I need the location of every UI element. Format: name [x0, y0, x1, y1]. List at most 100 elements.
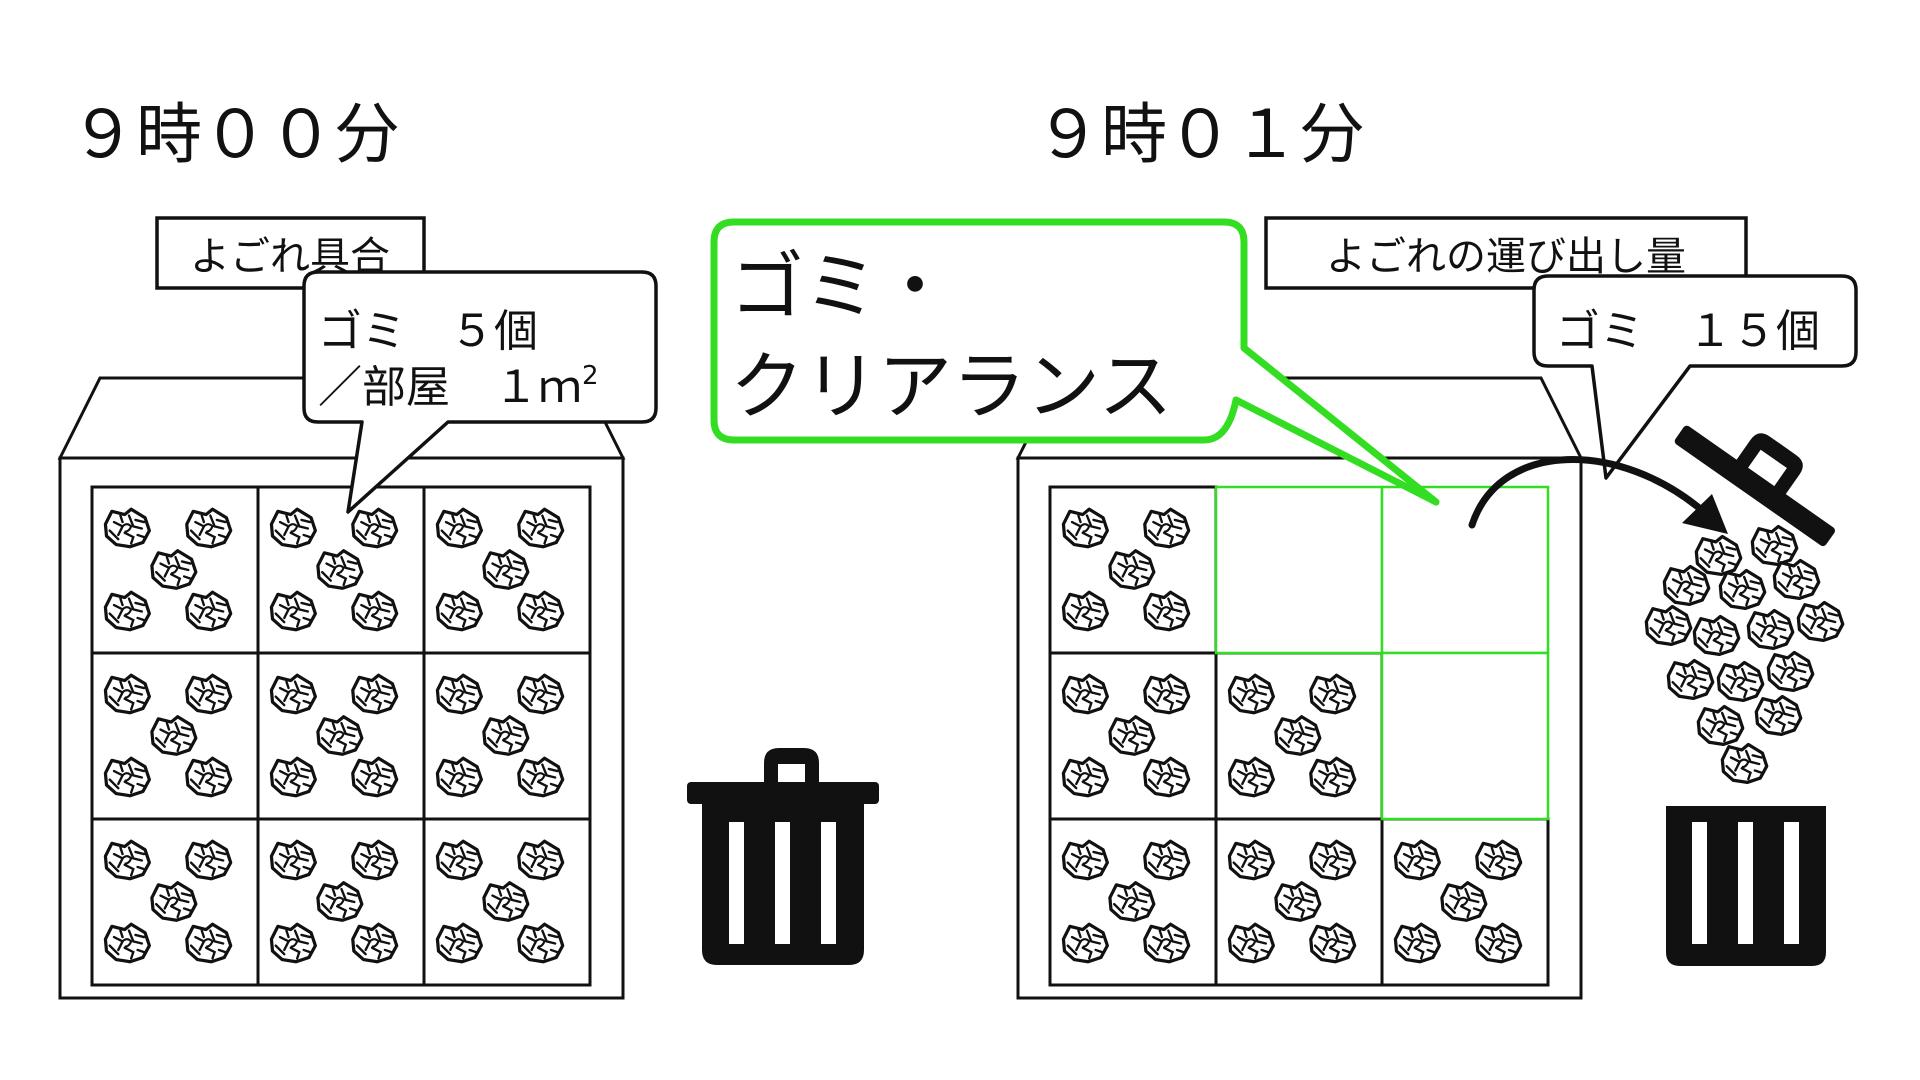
trash-crumple-icon [517, 756, 565, 798]
trash-crumple-icon [517, 507, 565, 549]
trash-crumple-icon [1227, 839, 1275, 881]
trash-crumple-icon [482, 881, 530, 922]
trash-crumple-icon [1796, 600, 1845, 643]
trash-crumple-icon [1227, 756, 1275, 798]
trash-can-icon [687, 748, 879, 965]
trash-crumple-icon [1108, 881, 1156, 922]
trash-crumple-icon [1143, 922, 1191, 964]
trash-crumple-icon [351, 590, 399, 632]
right-cell-2-1 [1214, 817, 1384, 987]
trash-crumple-icon [482, 549, 530, 590]
trash-crumple-icon [316, 549, 364, 590]
trash-crumple-icon [103, 673, 151, 715]
right-cell-border [1380, 485, 1550, 655]
trash-crumple-icon [1720, 742, 1769, 785]
bubble-left-line2-main: ／部屋 １ｍ [318, 362, 582, 413]
left-cell-0-0 [90, 485, 260, 655]
scene-right: ９時０１分 よごれの運び出し量 ゴミ １５個 ゴミ・ クリアランス [710, 96, 1858, 1000]
trash-crumple-icon [1716, 660, 1765, 703]
trash-crumple-icon [185, 839, 233, 881]
trash-crumple-icon [1143, 839, 1191, 881]
trash-crumple-icon [269, 590, 317, 632]
trash-crumple-icon [269, 673, 317, 715]
trash-crumple-icon [517, 839, 565, 881]
bubble-left-line1: ゴミ ５個 [318, 306, 538, 357]
right-cell-1-0 [1048, 651, 1218, 821]
trash-crumple-icon [1666, 658, 1715, 701]
trash-crumple-icon [185, 922, 233, 964]
trash-crumple-icon [1143, 590, 1191, 632]
trash-crumple-icon [351, 839, 399, 881]
trash-crumple-icon [1475, 839, 1523, 881]
right-cell-1-1 [1214, 651, 1384, 821]
bubble-left-line2: ／部屋 １ｍ2 [318, 361, 599, 413]
trash-crumple-icon [185, 756, 233, 798]
trash-crumple-icon [351, 673, 399, 715]
trash-crumple-icon [1754, 694, 1803, 737]
trash-crumple-icon [1475, 922, 1523, 964]
trash-crumple-icon [316, 881, 364, 922]
trash-crumple-icon [1694, 534, 1743, 577]
trash-crumple-icon [1393, 839, 1441, 881]
trash-crumple-icon [1309, 922, 1357, 964]
trash-crumple-icon [517, 673, 565, 715]
callout-gomi-clearance [710, 218, 1440, 506]
bubble-left [302, 270, 658, 514]
left-cell-2-0 [90, 817, 260, 987]
left-cell-0-2 [422, 485, 592, 655]
trash-crumple-icon [1274, 715, 1322, 756]
trash-crumple-icon [103, 756, 151, 798]
trash-crumple-icon [1227, 922, 1275, 964]
trash-crumple-icon [269, 756, 317, 798]
trash-crumple-icon [103, 507, 151, 549]
trash-crumple-icon [482, 715, 530, 756]
trash-crumple-icon [1718, 568, 1767, 611]
callout-line1: ゴミ・ [730, 244, 952, 330]
right-cell-2-0 [1048, 817, 1218, 987]
trash-crumple-icon [1766, 650, 1815, 693]
trash-crumple-icon [435, 590, 483, 632]
trash-crumple-icon [150, 549, 198, 590]
trash-crumple-icon [185, 673, 233, 715]
trash-crumple-icon [1692, 614, 1741, 657]
callout-line2: クリアランス [730, 344, 1173, 430]
trash-crumple-icon [1662, 564, 1711, 607]
trash-crumple-icon [1772, 558, 1821, 601]
trash-crumple-icon [1440, 881, 1488, 922]
room-right [1015, 376, 1584, 1000]
trash-crumple-icon [435, 673, 483, 715]
trash-crumple-icon [1108, 715, 1156, 756]
trash-crumple-icon [1750, 524, 1799, 567]
trash-crumple-icon [1061, 756, 1109, 798]
right-cell-border [1380, 651, 1550, 821]
trash-crumple-icon [1644, 604, 1693, 647]
trash-crumple-icon [269, 922, 317, 964]
trash-lid-icon [1674, 425, 1835, 547]
room-right-grid [1048, 485, 1550, 987]
trash-crumple-icon [435, 507, 483, 549]
trash-crumple-icon [517, 590, 565, 632]
trash-crumple-icon [103, 839, 151, 881]
left-cell-1-2 [422, 651, 592, 821]
trash-crumple-icon [1061, 507, 1109, 549]
trash-crumple-icon [1061, 673, 1109, 715]
right-cell-0-0 [1048, 485, 1218, 655]
trash-crumple-icon [1696, 704, 1745, 747]
trash-crumple-icon [103, 590, 151, 632]
right-cell-border [1214, 485, 1384, 655]
trash-crumple-icon [435, 756, 483, 798]
trash-crumple-icon [351, 756, 399, 798]
trash-crumple-icon [1393, 922, 1441, 964]
trash-crumple-icon [1227, 673, 1275, 715]
bubble-left-line2-sup: 2 [582, 361, 599, 391]
trash-crumple-icon [103, 922, 151, 964]
trash-crumple-icon [1309, 756, 1357, 798]
left-cell-1-1 [256, 651, 426, 821]
trash-crumple-icon [1061, 922, 1109, 964]
trash-crumple-icon [150, 881, 198, 922]
right-cell-1-2 [1380, 651, 1550, 821]
trash-crumple-icon [316, 715, 364, 756]
trash-crumple-icon [351, 507, 399, 549]
